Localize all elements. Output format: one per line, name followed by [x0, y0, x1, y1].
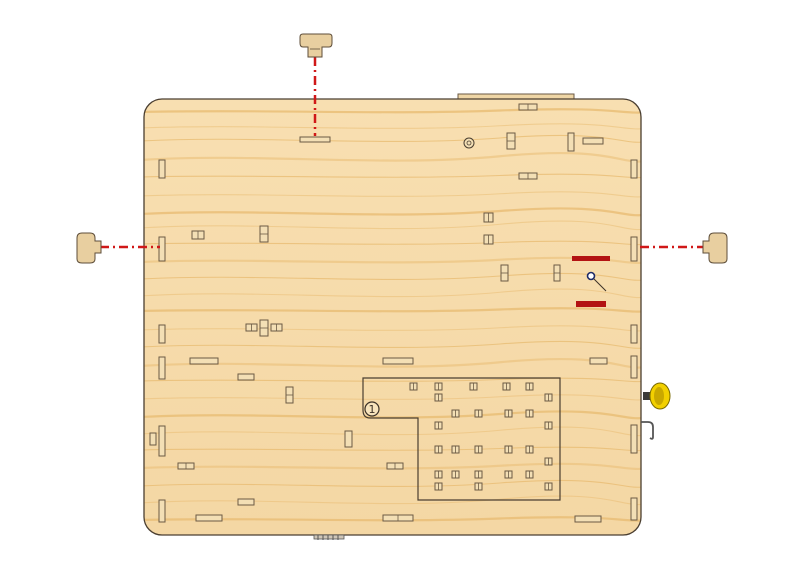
grain-streak	[144, 426, 641, 437]
bottom-connector	[313, 534, 345, 540]
wire-hook-icon	[641, 421, 654, 440]
yellow-knob-icon	[643, 382, 671, 410]
grain-streak	[144, 151, 641, 163]
step-panel	[362, 377, 561, 501]
grain-streak	[144, 377, 641, 383]
slot-hole	[567, 132, 575, 152]
guide-lines	[100, 57, 706, 249]
grain-streak	[144, 340, 641, 349]
round-hole	[463, 137, 475, 149]
slot-hole	[237, 498, 255, 506]
t-peg-icon	[702, 232, 728, 264]
red-slots	[572, 256, 610, 307]
slot-hole	[158, 356, 166, 380]
slot-hole	[158, 324, 166, 344]
slot-holes	[149, 103, 638, 523]
slot-hole	[630, 159, 638, 179]
step-number: 1	[369, 403, 376, 416]
grain-streak	[144, 256, 641, 265]
red-slot-upper	[572, 256, 610, 261]
slot-hole	[158, 236, 166, 262]
pivot-lever-icon	[586, 271, 607, 292]
slot-hole	[195, 514, 223, 522]
slot-hole	[149, 432, 157, 446]
slot-hole	[158, 159, 166, 179]
slot-hole	[158, 499, 166, 523]
grain-streak	[144, 357, 641, 369]
slot-hole	[344, 430, 353, 448]
grain-streak	[144, 325, 641, 332]
grain-streak	[144, 495, 641, 506]
grain-streak	[144, 240, 641, 246]
grain-streak	[144, 288, 641, 299]
step-number-badge: 1	[364, 401, 380, 417]
slot-hole	[382, 357, 414, 365]
wood-grain	[144, 108, 641, 522]
grain-streak	[144, 173, 641, 179]
grain-streak	[144, 134, 641, 143]
t-peg-icon	[299, 33, 333, 58]
slot-hole	[189, 357, 219, 365]
grain-streak	[144, 446, 641, 452]
slot-hole	[630, 424, 638, 454]
t-peg-icon	[76, 232, 102, 264]
slot-hole	[582, 137, 604, 145]
grain-streak	[144, 207, 641, 217]
slot-hole	[589, 357, 608, 365]
slot-hole	[630, 324, 638, 344]
slot-hole	[630, 236, 638, 262]
grain-streak	[144, 123, 641, 130]
grain-streak	[144, 220, 641, 231]
wood-board	[143, 98, 642, 536]
slot-hole	[630, 497, 638, 521]
slot-hole	[630, 355, 638, 379]
grain-streak	[144, 479, 641, 488]
grain-streak	[144, 516, 641, 522]
grain-streak	[144, 462, 641, 471]
grain-streak	[144, 307, 641, 313]
slot-hole	[237, 373, 255, 381]
slot-hole	[574, 515, 602, 523]
red-slot-lower	[576, 301, 606, 307]
grain-streak	[144, 108, 641, 114]
slot-hole	[299, 136, 331, 143]
grain-streak	[144, 191, 641, 198]
grain-streak	[144, 272, 641, 281]
slot-hole	[158, 425, 166, 457]
grain-streak	[144, 394, 641, 401]
